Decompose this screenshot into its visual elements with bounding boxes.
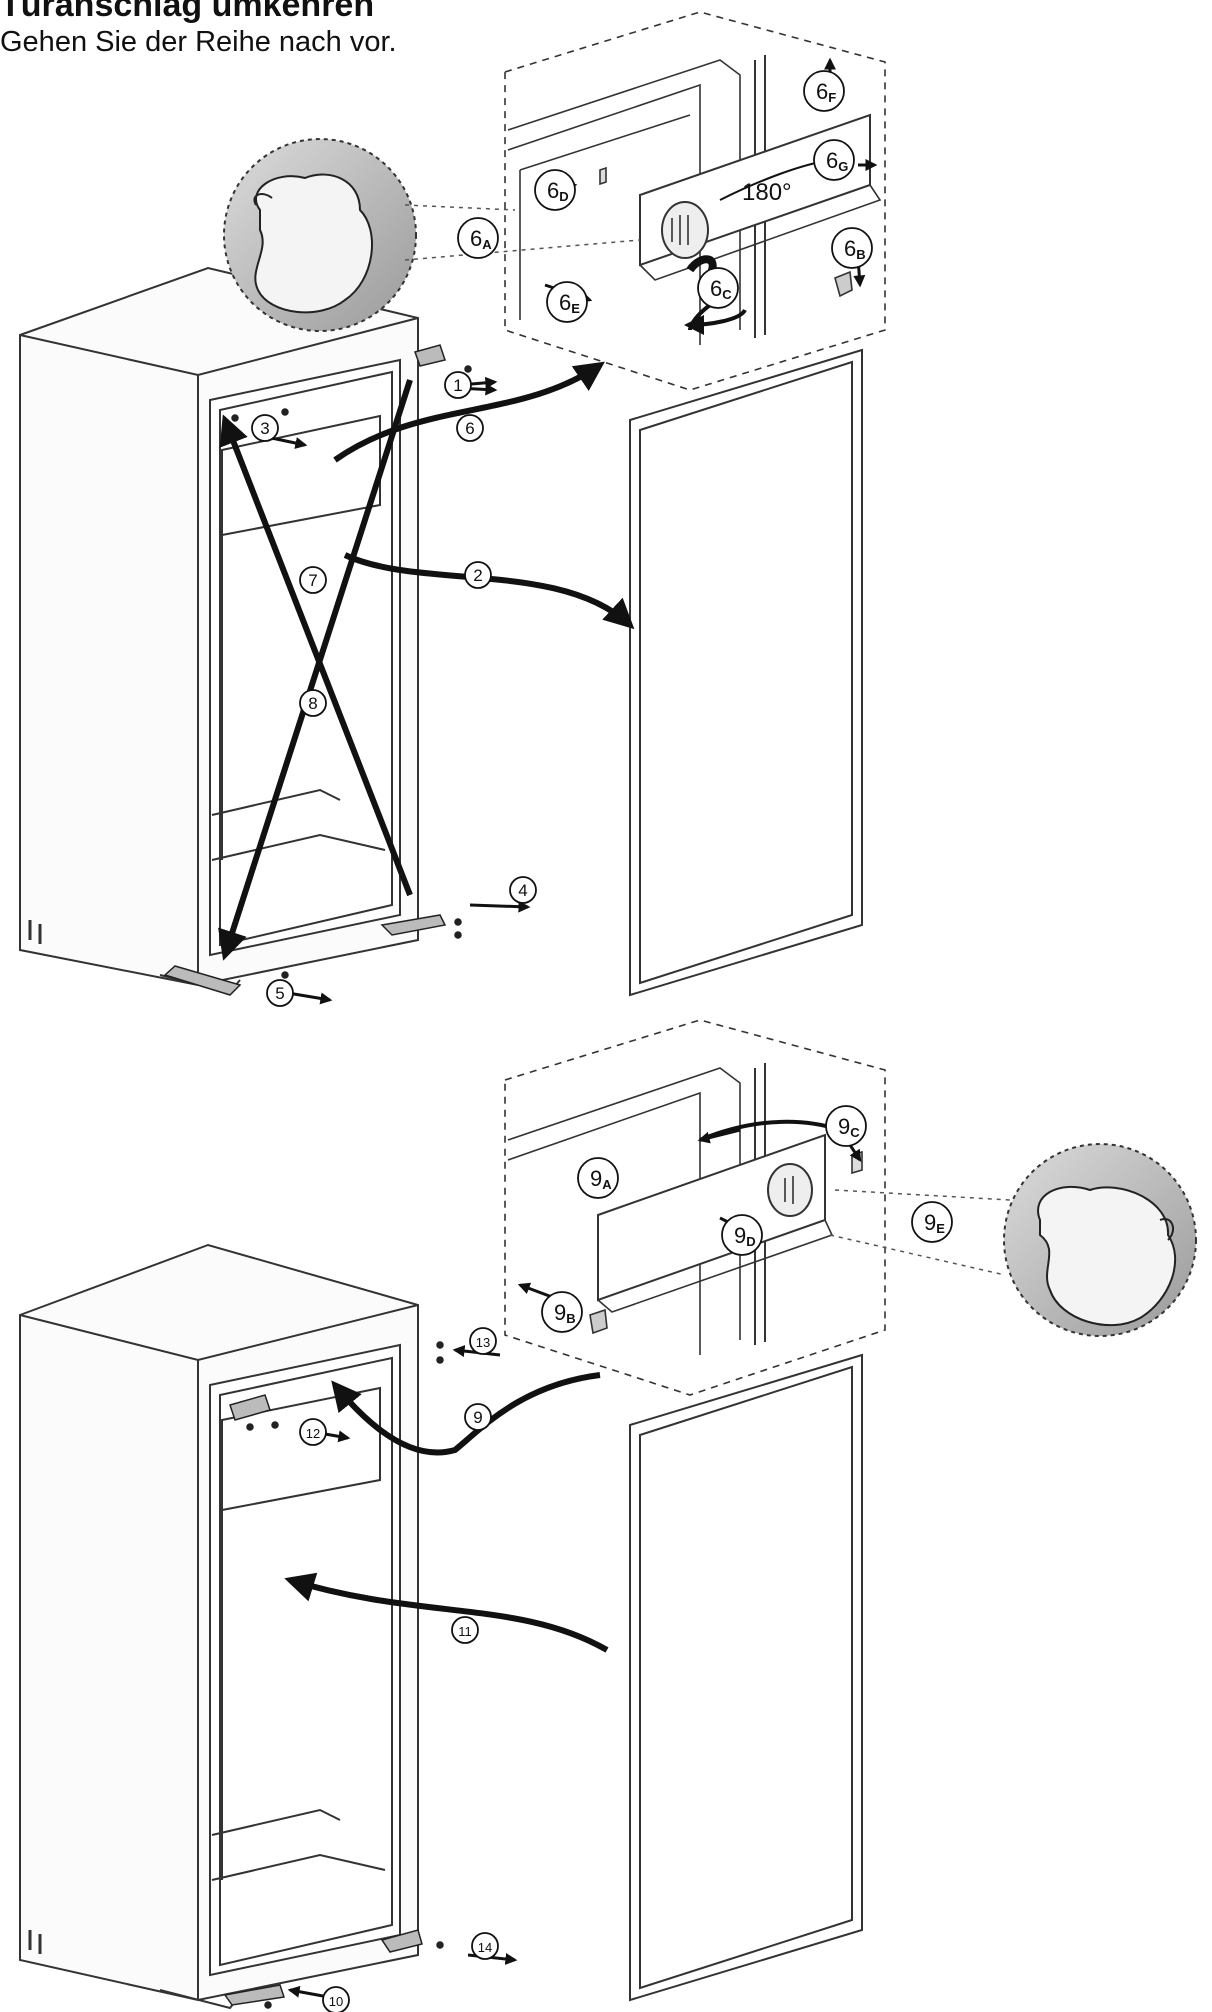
callout-label: 4 <box>518 881 527 900</box>
callout-step-1: 1 <box>444 371 472 399</box>
callout-step-6c: 6C <box>697 267 739 309</box>
callout-circle <box>911 1201 953 1243</box>
callout-step-14: 14 <box>471 1932 499 1960</box>
callout-step-6a: 6A <box>457 217 499 259</box>
callout-circle <box>546 281 588 323</box>
callout-label: 3 <box>260 419 269 438</box>
callout-circle <box>471 1932 499 1960</box>
top-fridge-cabinet <box>19 266 419 994</box>
callout-step-6d: 6D <box>534 169 576 211</box>
callout-circle <box>451 1616 479 1644</box>
callout-circle <box>831 227 873 269</box>
callout-label: 13 <box>476 1335 490 1350</box>
callout-label: 6 <box>465 419 474 438</box>
callout-circle <box>456 414 484 442</box>
callout-circle <box>825 1105 867 1147</box>
callout-circle <box>813 139 855 181</box>
bottom-hardware <box>223 1341 444 2009</box>
callout-circle <box>534 169 576 211</box>
bottom-freezer-detail-box <box>504 1019 886 1396</box>
callout-step-9a: 9A <box>577 1157 619 1199</box>
callout-step-6g: 6G <box>813 139 855 181</box>
callout-step-8: 8 <box>299 689 327 717</box>
callout-label: 1 <box>453 376 462 395</box>
callout-step-5: 5 <box>266 979 294 1007</box>
callout-circle <box>322 1986 350 2012</box>
bottom-fridge-cabinet <box>19 1243 419 2010</box>
callout-label: 5 <box>275 984 284 1003</box>
top-glove-detail-circle <box>223 138 641 332</box>
callout-circle <box>541 1291 583 1333</box>
callout-circle <box>697 267 739 309</box>
top-hardware <box>163 344 472 996</box>
callout-step-11: 11 <box>451 1616 479 1644</box>
callout-step-6e: 6E <box>546 281 588 323</box>
callout-step-9d: 9D <box>721 1214 763 1256</box>
callout-circle <box>299 1418 327 1446</box>
callout-step-2: 2 <box>464 561 492 589</box>
callout-step-6: 6 <box>456 414 484 442</box>
callout-circle <box>509 876 537 904</box>
callout-label: 8 <box>308 694 317 713</box>
top-freezer-detail-box <box>504 11 886 391</box>
callout-circle <box>803 70 845 112</box>
callout-label: 7 <box>308 571 317 590</box>
bottom-door-panel <box>629 1353 863 2002</box>
callout-label: 14 <box>478 1940 492 1955</box>
callout-step-6b: 6B <box>831 227 873 269</box>
callout-circle <box>457 217 499 259</box>
callout-label: 11 <box>458 1624 472 1639</box>
callout-label: 2 <box>473 566 482 585</box>
callout-label: 9 <box>473 1408 482 1427</box>
callout-circle <box>266 979 294 1007</box>
callout-step-7: 7 <box>299 566 327 594</box>
callout-step-9b: 9B <box>541 1291 583 1333</box>
callout-circle <box>299 689 327 717</box>
callout-circle <box>721 1214 763 1256</box>
callout-label: 12 <box>306 1426 320 1441</box>
callout-circle <box>464 561 492 589</box>
callout-step-9e: 9E <box>911 1201 953 1243</box>
callout-step-4: 4 <box>509 876 537 904</box>
callout-circle <box>464 1403 492 1431</box>
callout-circle <box>577 1157 619 1199</box>
callout-step-12: 12 <box>299 1418 327 1446</box>
rotation-label: 180° <box>742 179 792 206</box>
callout-circle <box>251 414 279 442</box>
page-subtitle: Gehen Sie der Reihe nach vor. <box>0 26 397 58</box>
callout-step-3: 3 <box>251 414 279 442</box>
callout-step-6f: 6F <box>803 70 845 112</box>
callout-circle <box>299 566 327 594</box>
callout-step-10: 10 <box>322 1986 350 2012</box>
callout-label: 10 <box>329 1994 343 2009</box>
page-title: Türanschlag umkehren <box>0 0 375 24</box>
callout-step-9c: 9C <box>825 1105 867 1147</box>
callout-circle <box>444 371 472 399</box>
bottom-glove-detail-circle <box>829 1143 1197 1337</box>
callout-step-9: 9 <box>464 1403 492 1431</box>
callout-step-13: 13 <box>469 1327 497 1355</box>
top-door-panel <box>629 348 863 997</box>
callout-circle <box>469 1327 497 1355</box>
